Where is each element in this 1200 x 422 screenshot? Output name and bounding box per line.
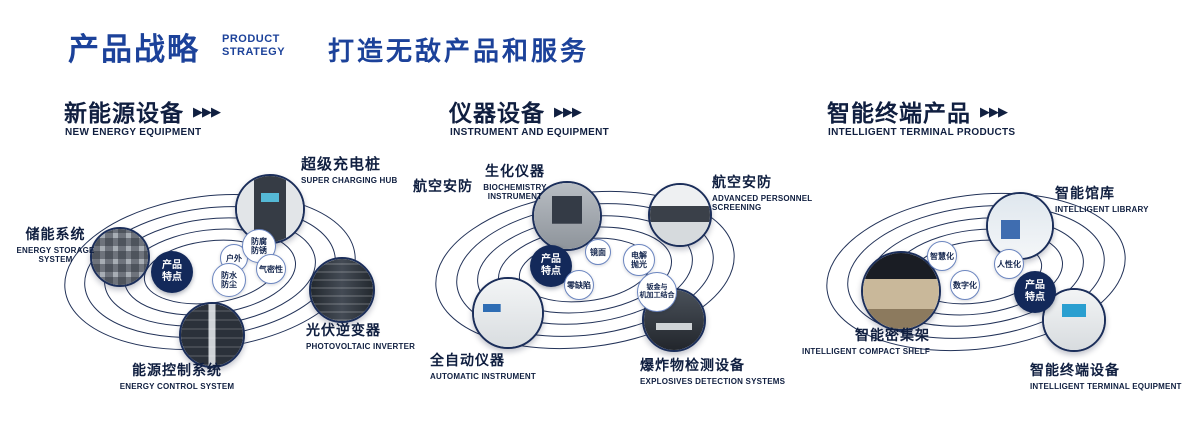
intelligent-library-photo <box>988 194 1052 258</box>
product-name-en: EXPLOSIVES DETECTION SYSTEMS <box>640 377 786 386</box>
aviation-security-circle <box>648 183 712 247</box>
label-aviation-security: 航空安防 ADVANCED PERSONNEL SCREENING <box>712 172 822 212</box>
photovoltaic-inverter-circle <box>309 257 375 323</box>
product-name: 超级充电桩 <box>301 156 382 173</box>
product-name: 智能终端设备 <box>1030 362 1120 378</box>
triple-arrow-icon: ▶▶▶ <box>980 104 1008 119</box>
product-name: 储能系统 <box>25 226 86 242</box>
energy-control-circle <box>179 302 245 368</box>
product-features-bubble: 产品 特点 <box>1014 271 1056 313</box>
feature-bubble-digital: 数字化 <box>950 270 980 300</box>
intelligent-compact-shelf-circle <box>861 251 941 331</box>
biochemistry-instrument-circle <box>532 181 602 251</box>
page-title-en: PRODUCT STRATEGY <box>222 33 285 59</box>
product-name-en: INTELLIGENT LIBRARY <box>1055 205 1149 214</box>
slogan: 打造无敌产品和服务 <box>328 36 590 66</box>
product-name-en: ADVANCED PERSONNEL SCREENING <box>712 194 813 212</box>
automatic-instrument-photo <box>474 279 542 347</box>
intelligent-library-circle <box>986 192 1054 260</box>
label-photovoltaic-inverter: 光伏逆变器 PHOTOVOLTAIC INVERTER <box>306 320 436 351</box>
label-automatic-instrument: 全自动仪器 AUTOMATIC INSTRUMENT <box>430 350 560 381</box>
product-name: 能源控制系统 <box>132 362 222 378</box>
label-energy-storage: 储能系统 ENERGY STORAGE SYSTEM <box>8 224 103 264</box>
feature-bubble-waterproof: 防水 防尘 <box>212 263 246 297</box>
automatic-instrument-circle <box>472 277 544 349</box>
product-name: 航空安防 <box>712 174 772 190</box>
page-title: 产品战略 <box>68 32 200 67</box>
label-aviation-security-left: 航空安防 <box>413 178 473 194</box>
section-title-text: 仪器设备 <box>449 100 545 126</box>
product-name: 生化仪器 <box>485 163 545 179</box>
feature-bubble-sheetmetal: 钣金与 机加工结合 <box>637 272 677 312</box>
label-biochemistry-instrument: 生化仪器 BIOCHEMISTRY INSTRUMENT <box>455 161 575 201</box>
label-super-charging-hub: 超级充电桩 SUPER CHARGING HUB <box>301 153 431 185</box>
page-title-en-line1: PRODUCT <box>222 33 280 45</box>
product-name: 爆炸物检测设备 <box>640 357 745 373</box>
label-energy-control: 能源控制系统 ENERGY CONTROL SYSTEM <box>92 360 262 391</box>
label-intelligent-terminal: 智能终端设备 INTELLIGENT TERMINAL EQUIPMENT <box>1030 360 1190 391</box>
aviation-security-photo <box>650 185 710 245</box>
feature-bubble-airtight: 气密性 <box>256 254 286 284</box>
product-name-en: AUTOMATIC INSTRUMENT <box>430 372 536 381</box>
section-title-intelligent: 智能终端产品 ▶▶▶ <box>827 94 1008 128</box>
label-intelligent-library: 智能馆库 INTELLIGENT LIBRARY <box>1055 183 1175 214</box>
feature-bubble-mirror: 镜面 <box>585 239 611 265</box>
label-explosives-detection: 爆炸物检测设备 EXPLOSIVES DETECTION SYSTEMS <box>640 355 790 386</box>
feature-bubble-smart: 智慧化 <box>927 241 957 271</box>
section-title-text: 智能终端产品 <box>827 100 971 126</box>
feature-bubble-humanized: 人性化 <box>994 249 1024 279</box>
product-name-en: ENERGY CONTROL SYSTEM <box>119 382 235 391</box>
feature-bubble-zero-defect: 零缺陷 <box>564 270 594 300</box>
section-title-new-energy: 新能源设备 ▶▶▶ <box>64 94 221 128</box>
super-charging-hub-photo <box>237 176 303 242</box>
product-name-en: INTELLIGENT TERMINAL EQUIPMENT <box>1030 382 1182 391</box>
triple-arrow-icon: ▶▶▶ <box>554 104 582 119</box>
product-name-en: PHOTOVOLTAIC INVERTER <box>306 342 416 351</box>
energy-control-photo <box>181 304 243 366</box>
product-features-bubble: 产品 特点 <box>151 251 193 293</box>
product-name: 光伏逆变器 <box>306 322 381 338</box>
energy-storage-circle <box>90 227 150 287</box>
section-subtitle-new-energy: NEW ENERGY EQUIPMENT <box>65 127 202 138</box>
energy-storage-photo <box>92 229 148 285</box>
product-name-en: INTELLIGENT COMPACT SHELF <box>802 347 930 356</box>
product-name-en: ENERGY STORAGE SYSTEM <box>16 246 95 264</box>
feature-bubble-electropolish: 电解 抛光 <box>623 244 655 276</box>
product-name: 智能密集架 <box>855 327 930 343</box>
photovoltaic-inverter-photo <box>311 259 373 321</box>
label-intelligent-compact-shelf: 智能密集架 INTELLIGENT COMPACT SHELF <box>800 325 930 356</box>
section-title-instrument: 仪器设备 ▶▶▶ <box>449 94 582 128</box>
product-name: 智能馆库 <box>1055 185 1115 201</box>
section-title-text: 新能源设备 <box>64 100 184 126</box>
section-subtitle-intelligent: INTELLIGENT TERMINAL PRODUCTS <box>828 127 1016 138</box>
biochemistry-instrument-photo <box>534 183 600 249</box>
intelligent-compact-shelf-photo <box>863 253 939 329</box>
page-title-en-line2: STRATEGY <box>222 46 286 58</box>
product-name-en: BIOCHEMISTRY INSTRUMENT <box>483 183 547 201</box>
section-subtitle-instrument: INSTRUMENT AND EQUIPMENT <box>450 127 610 138</box>
product-name-en: SUPER CHARGING HUB <box>301 176 398 185</box>
triple-arrow-icon: ▶▶▶ <box>193 104 221 119</box>
product-name: 全自动仪器 <box>430 352 505 368</box>
